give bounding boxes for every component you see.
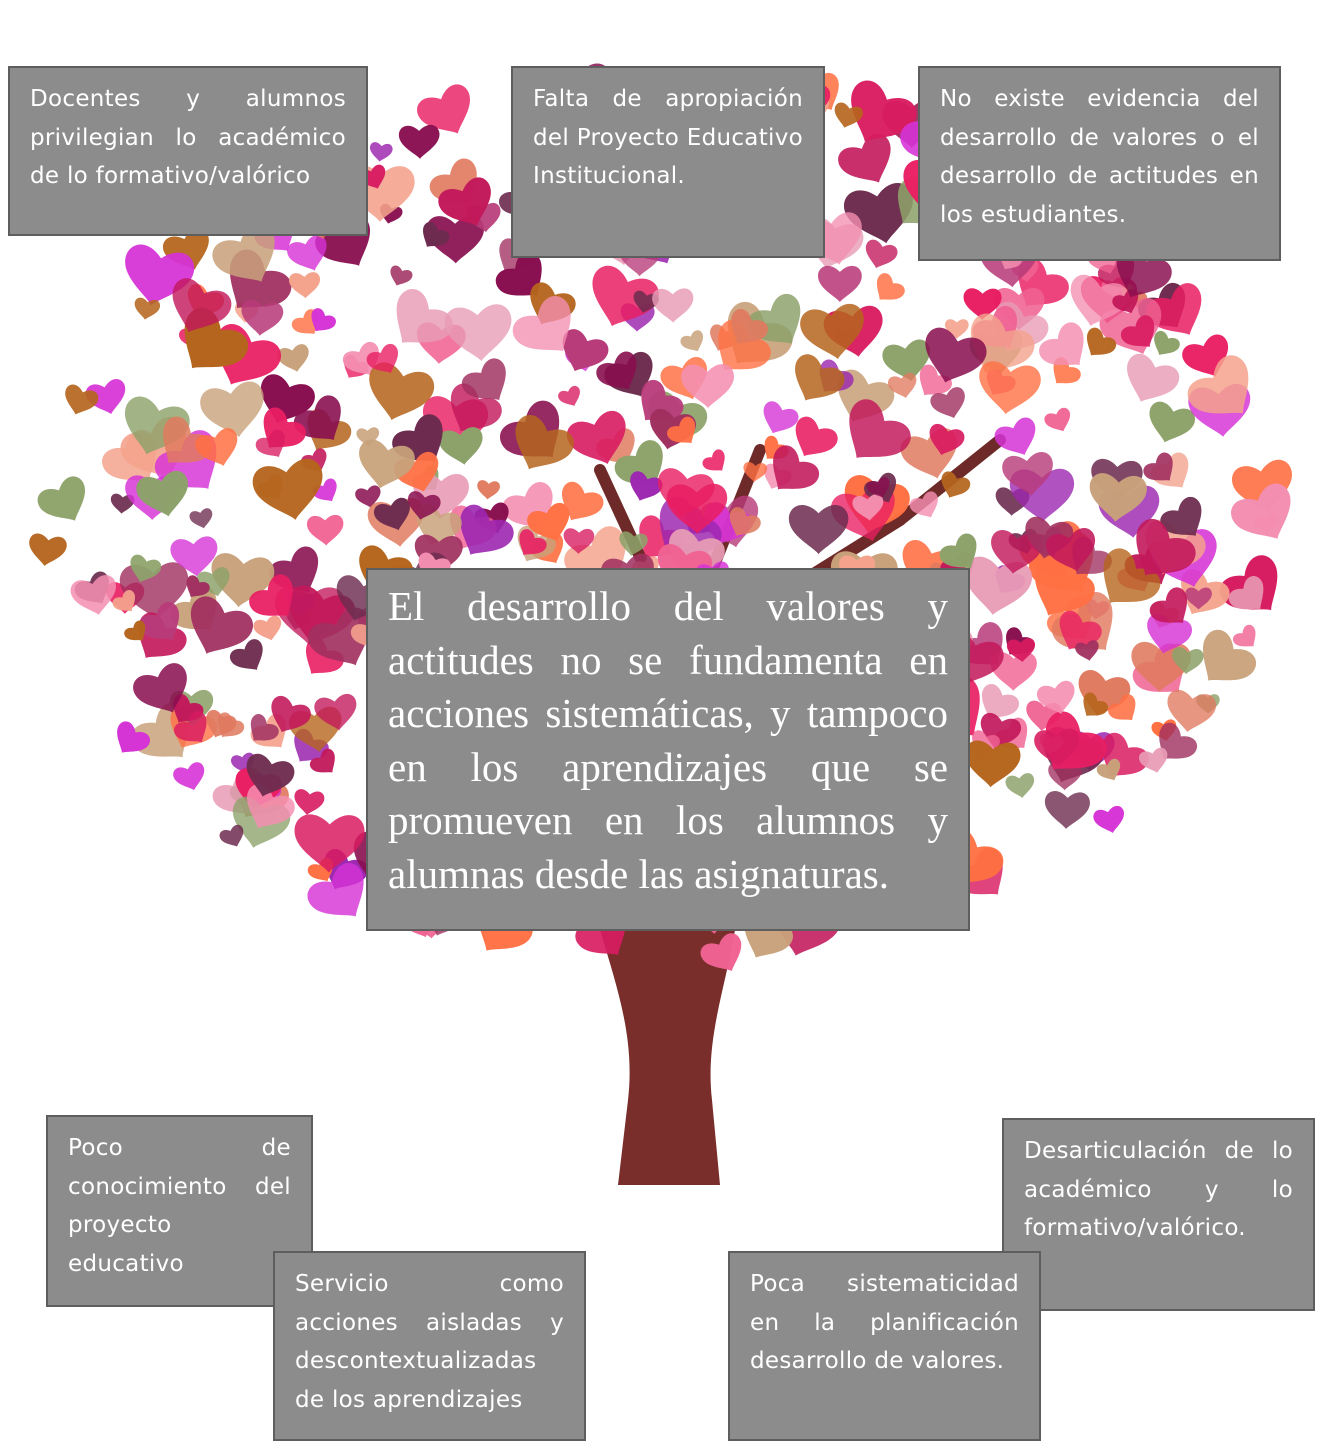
heart-icon — [788, 504, 849, 555]
heart-icon — [678, 328, 709, 357]
heart-icon — [860, 237, 900, 273]
heart-icon — [756, 398, 802, 441]
heart-icon — [556, 384, 585, 411]
heart-icon — [1043, 790, 1091, 831]
heart-icon — [132, 296, 161, 322]
heart-icon — [252, 614, 286, 645]
problem-box-academic-over-formative: Docentes y alumnos privilegian lo académ… — [8, 66, 368, 236]
heart-icon — [398, 124, 441, 160]
heart-icon — [288, 271, 322, 300]
heart-icon — [275, 342, 313, 376]
heart-icon — [386, 264, 414, 290]
central-problem-box: El desarrollo del valores y actitudes no… — [366, 568, 970, 931]
heart-icon — [817, 265, 862, 303]
heart-icon — [292, 788, 326, 818]
cause-box-low-systematicity: Poca sistematicidad en la planificación … — [728, 1251, 1041, 1441]
heart-icon — [1091, 804, 1128, 837]
heart-icon — [829, 393, 917, 479]
heart-icon — [33, 472, 98, 533]
heart-icon — [171, 760, 210, 795]
heart-icon — [867, 270, 908, 310]
heart-icon — [1115, 350, 1184, 413]
heart-icon — [1042, 405, 1076, 437]
heart-icon — [443, 303, 515, 364]
heart-icon — [476, 479, 501, 501]
problem-box-no-evidence-values: No existe evidencia del desarrollo de va… — [918, 66, 1281, 261]
cause-box-disarticulation: Desarticulación de lo académico y lo for… — [1002, 1118, 1315, 1311]
heart-icon — [680, 363, 735, 409]
heart-icon — [974, 359, 1043, 418]
cause-box-isolated-service: Servicio como acciones aisladas y descon… — [273, 1251, 586, 1441]
heart-icon — [651, 288, 694, 324]
heart-icon — [25, 532, 69, 569]
heart-icon — [700, 447, 732, 479]
heart-icon — [368, 141, 394, 164]
heart-icon — [306, 514, 345, 547]
heart-icon — [188, 507, 216, 531]
cause-box-little-knowledge: Poco de conocimiento del proyecto educat… — [46, 1115, 313, 1307]
heart-icon — [1004, 772, 1037, 801]
heart-icon — [782, 350, 849, 413]
tree-trunk — [600, 930, 735, 1185]
problem-box-pei-appropriation: Falta de apropiación del Proyecto Educat… — [511, 66, 825, 258]
